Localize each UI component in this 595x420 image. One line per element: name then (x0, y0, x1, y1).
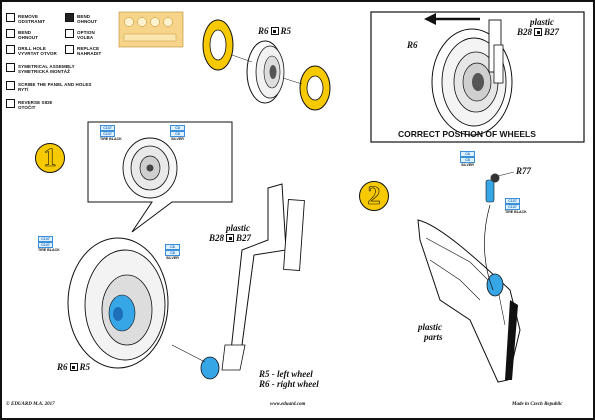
wheel-note-2: R6 - right wheel (259, 379, 319, 389)
legend-bend-alt-text: BEND OHNOUT (18, 30, 39, 40)
paint-name: SILVER (461, 163, 474, 167)
plastic-part-icon (534, 28, 543, 36)
paint-code: C8 (460, 157, 475, 163)
inset-b28-b27: B28 B27 (517, 27, 559, 37)
wheel-hub-part (246, 40, 285, 104)
paint-code: C8 (165, 250, 180, 256)
plastic-part-icon (69, 363, 78, 371)
bend-alt-icon (6, 29, 15, 38)
paint-code: C137 (505, 198, 520, 204)
legend-scribe-text: SCRIBE THE PANEL AND HOLES RYTÍ (18, 82, 92, 92)
legend-drill: DRILL HOLE VYVRTAT OTVOR (18, 46, 57, 56)
plastic-parts-label-2: parts (424, 332, 443, 342)
paint-name: SILVER (171, 137, 184, 141)
remove-icon (6, 13, 15, 22)
legend-drill-text: DRILL HOLE VYVRTAT OTVOR (18, 46, 57, 56)
paint-code: C137 (38, 242, 53, 248)
inset-r6-label: R6 (407, 40, 418, 50)
landing-gear-strut (171, 183, 305, 380)
legend-option-text: OPTION VOLBA (77, 30, 95, 40)
footer-copyright: © EDUARD M.A. 2017 (6, 402, 55, 407)
symmetrical-assembly-icon (6, 63, 15, 72)
paint-silver-2: C8 C8 SILVER (165, 244, 180, 260)
paint-code: C137 (100, 125, 115, 131)
legend-replace-text: REPLACE NAHRADIT (77, 46, 102, 56)
main-wheel (67, 237, 169, 369)
paint-name: TIRE BLACK (38, 248, 60, 252)
plastic-part-icon (270, 27, 279, 35)
legend-remove-text: REMOVE ODSTRANIT (18, 14, 46, 24)
legend-bend-alt: BEND OHNOUT (18, 30, 38, 40)
legend-bend-text: BEND OHNOUT (77, 14, 98, 24)
label-b28: B28 (517, 27, 533, 37)
option-icon (65, 29, 74, 38)
paint-code: C137 (100, 131, 115, 137)
replace-icon (65, 45, 74, 54)
detail-callout (87, 121, 233, 233)
scribe-icon (6, 81, 15, 90)
label-r5: R5 (280, 26, 292, 36)
label-r6: R6 (57, 362, 68, 372)
paint-tire-black-2: C137 C137 TIRE BLACK (38, 236, 60, 252)
direction-arrow (424, 13, 480, 25)
paint-code: C8 (170, 131, 185, 137)
paint-name: TIRE BLACK (505, 210, 527, 214)
legend-option: OPTION VOLBA (77, 30, 95, 40)
paint-code: C137 (505, 204, 520, 210)
reverse-side-icon (6, 99, 15, 108)
fuselage-section (417, 204, 521, 383)
antenna-part (485, 171, 515, 203)
inset-plastic-label: plastic (530, 17, 554, 27)
plastic-part-icon (226, 234, 235, 242)
step-number-2: 2 (359, 181, 389, 211)
legend-bend: BEND OHNOUT (77, 14, 97, 24)
label-r77: R77 (516, 166, 532, 176)
photo-etch-fret (118, 11, 184, 48)
paint-code: C8 (170, 125, 185, 131)
paint-tire-black-3: C137 C137 TIRE BLACK (505, 198, 527, 214)
label-r6-r5-top: R6 R5 (258, 26, 291, 36)
step1-plastic-label: plastic (226, 223, 250, 233)
footer-origin: Made in Czech Republic (512, 402, 563, 407)
paint-code: C8 (460, 151, 475, 157)
legend-scribe: SCRIBE THE PANEL AND HOLES RYTÍ (18, 82, 92, 92)
label-r5: R5 (79, 362, 91, 372)
paint-name: SILVER (166, 256, 179, 260)
paint-name: TIRE BLACK (100, 137, 122, 141)
footer-website[interactable]: www.eduard.com (270, 402, 306, 407)
paint-silver-1: C8 C8 SILVER (170, 125, 185, 141)
label-b27: B27 (236, 233, 252, 243)
paint-tire-black-1: C137 C137 TIRE BLACK (100, 125, 122, 141)
label-r6: R6 (258, 26, 269, 36)
label-b27: B27 (544, 27, 560, 37)
wheel-note-1: R5 - left wheel (259, 369, 313, 379)
label-r6-r5-bottom: R6 R5 (57, 362, 90, 372)
legend-remove: REMOVE ODSTRANIT (18, 14, 45, 24)
legend-replace: REPLACE NAHRADIT (77, 46, 101, 56)
step1-b28-b27: B28 B27 (209, 233, 251, 243)
bend-icon (65, 13, 74, 22)
legend-symmetrical-text: SYMETRICAL ASSEMBLY SYMETRICKÁ MONTÁŽ (18, 64, 75, 74)
paint-code: C137 (38, 236, 53, 242)
legend-reverse-text: REVERSE SIDE OTOČIT (18, 100, 53, 110)
paint-code: C8 (165, 244, 180, 250)
label-b28: B28 (209, 233, 225, 243)
drill-hole-icon (6, 45, 15, 54)
plastic-parts-label-1: plastic (418, 322, 442, 332)
legend-reverse: REVERSE SIDE OTOČIT (18, 100, 52, 110)
inset-strut (488, 19, 504, 84)
paint-silver-3: C8 C8 SILVER (460, 151, 475, 167)
inset-caption: CORRECT POSITION OF WHEELS (398, 129, 536, 139)
legend-symmetrical: SYMETRICAL ASSEMBLY SYMETRICKÁ MONTÁŽ (18, 64, 75, 74)
step-number-1: 1 (35, 143, 65, 173)
